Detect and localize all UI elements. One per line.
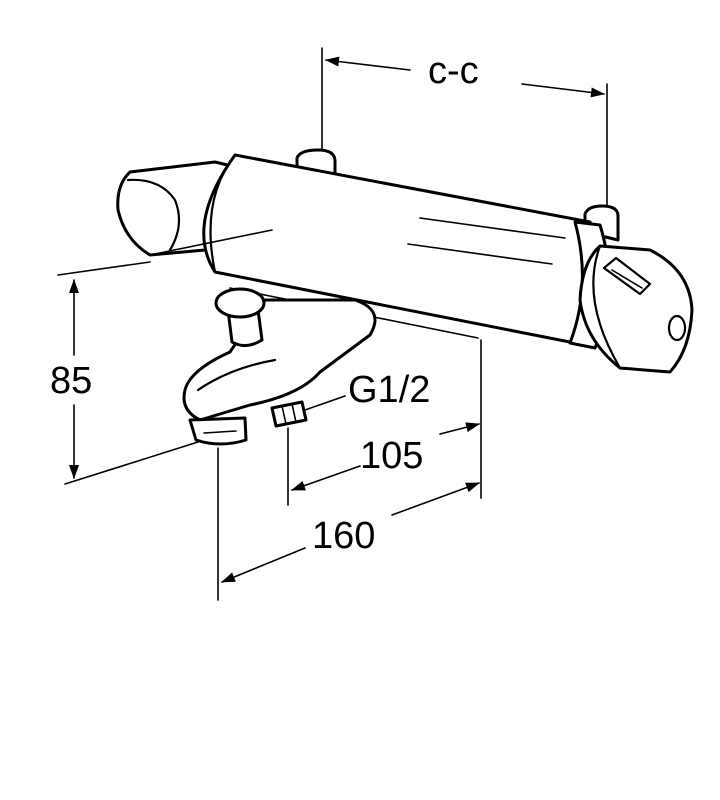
outlet-dimension-label: 105 <box>360 435 423 477</box>
dimension-lines <box>57 47 608 601</box>
thermostatic-mixer <box>116 148 694 446</box>
height-dimension-label: 85 <box>50 360 92 402</box>
depth-dimension-label: 160 <box>312 515 375 557</box>
cc-dimension-label: c-c <box>428 50 479 92</box>
thread-label: G1/2 <box>348 369 430 411</box>
